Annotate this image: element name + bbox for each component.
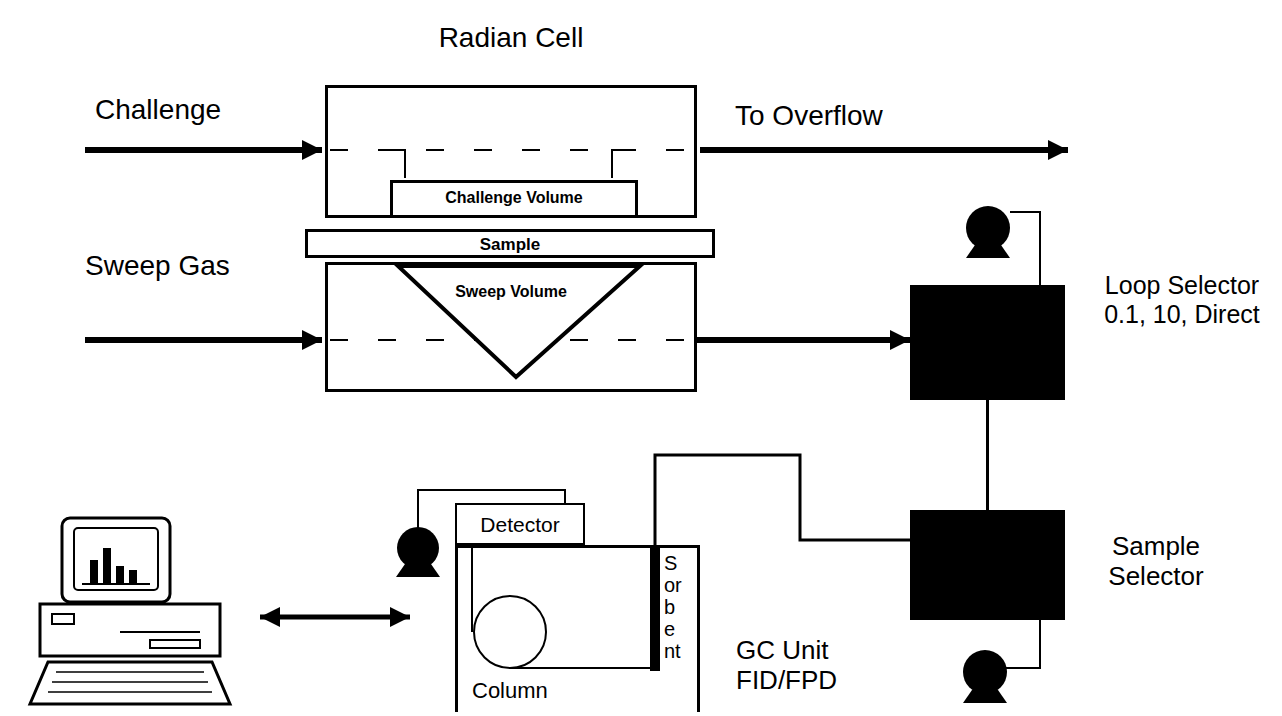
keyboard [30, 662, 230, 704]
column-tube [471, 545, 473, 632]
sweep-chamber-label: Sweep Volume [328, 265, 694, 301]
column-tube [510, 667, 650, 669]
sample-band: Sample [305, 229, 715, 258]
pump-symbol [397, 527, 439, 569]
sweep-gas-arrow [85, 337, 322, 343]
screen-bar [90, 560, 98, 584]
challenge-inlet-tube [395, 150, 405, 178]
cell-challenge-chamber: Radian CellChallenge Volume [325, 85, 697, 218]
drive-slot [150, 640, 200, 648]
keyboard-keys [48, 672, 212, 692]
sweep-chamber: Sweep Volume [325, 262, 697, 392]
screen-bar [129, 570, 137, 584]
data-link-arrow [260, 615, 410, 620]
detector-box: Detector [455, 503, 585, 545]
outlet-label: To Overflow [735, 100, 883, 132]
gc-unit-box: ColumnGC Unit FID/FPDSorbent [455, 545, 700, 712]
screen [74, 528, 158, 590]
screen-axis [82, 583, 150, 585]
overflow-arrow [700, 147, 1068, 153]
column-coil [474, 596, 546, 668]
flow-arrow [697, 337, 910, 343]
pump-line [1005, 620, 1040, 668]
pump-symbol [966, 206, 1010, 250]
challenge-arrow [85, 147, 322, 153]
drive-slot [120, 631, 200, 633]
column-label: Column [472, 678, 548, 703]
screen-bar [116, 566, 124, 584]
gc-unit-label: GC Unit FID/FPD [736, 636, 868, 696]
sorbent-trap-label: Sorbent [664, 548, 684, 662]
sample-band-label: Sample [308, 232, 712, 255]
cell-title: Radian Cell [328, 22, 694, 54]
challenge-flow-dashes [330, 149, 695, 151]
screen-bar [103, 548, 111, 584]
connector-line [655, 455, 910, 548]
system-unit [40, 604, 220, 656]
sorbent-trap: Sorbent [650, 548, 686, 708]
pump-line [1010, 212, 1040, 285]
drive-slot [52, 614, 74, 624]
computer-illustration [30, 518, 230, 704]
inlet-label: Challenge [95, 94, 221, 126]
detector-box-label: Detector [457, 505, 583, 537]
challenge-outlet-tube [612, 150, 625, 178]
challenge-volume-box: Challenge Volume [390, 180, 638, 215]
sample-selector-valve: Sample Selector [910, 510, 1065, 620]
sample-selector-valve-label: Sample Selector [1086, 532, 1226, 592]
pump-symbol [963, 650, 1007, 694]
monitor [62, 518, 170, 602]
sorbent-bar [650, 548, 660, 671]
loop-selector-valve-label: Loop Selector 0.1, 10, Direct [1093, 271, 1271, 329]
connector-line [986, 400, 989, 510]
inlet-label: Sweep Gas [85, 250, 230, 282]
sweep-volume-triangle [398, 266, 640, 377]
challenge-volume-box-label: Challenge Volume [393, 183, 635, 207]
loop-selector-valve: Loop Selector 0.1, 10, Direct [910, 285, 1065, 400]
